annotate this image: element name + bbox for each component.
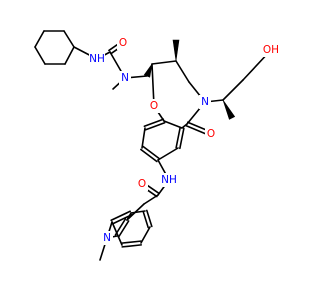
bond-i3a-i3 (126, 212, 132, 221)
stereo-wedge-c3r-me3 (172, 39, 180, 62)
atom-label-nh-urea: NH (89, 53, 105, 65)
atom-label-nh-amide: NH (161, 174, 177, 186)
double-bond-a3-a4 (142, 145, 160, 160)
atom-o-ring: O (148, 99, 160, 113)
double-bond-i3-i2 (117, 220, 130, 238)
atom-label-n-indole: N (103, 232, 111, 244)
atom-label-o-urea-carbonyl: O (119, 37, 127, 49)
double-bond-i7a-i3a (110, 210, 131, 222)
double-bond-i6-i7 (121, 240, 142, 244)
bond-cam-ch2b (143, 194, 159, 205)
atom-label-o-ring: O (150, 100, 158, 112)
bond-a6-a1 (163, 120, 183, 129)
bond-layer (34, 30, 272, 261)
double-bond-a1-a2 (143, 118, 165, 128)
bond-c1-c2 (63, 30, 75, 48)
bond-c2r-c3r (151, 60, 177, 65)
stereo-wedge-layer (143, 39, 236, 120)
atom-o-urea-carbonyl: O (117, 36, 129, 50)
double-bond-i4-i5 (146, 209, 153, 228)
atom-nh-amide: NH (161, 173, 177, 187)
atom-oh: OH (261, 43, 281, 57)
bond-ca-ch2o (222, 79, 244, 101)
atom-n-indole: N (101, 231, 113, 245)
atom-nh-urea: NH (89, 52, 105, 66)
atom-label-n-urea: N (121, 72, 129, 84)
stereo-wedge-ca-me4 (222, 99, 236, 120)
double-bond-i4-i5 (142, 210, 149, 229)
molecule-structure: NH N O O N O OH NH (34, 30, 281, 261)
double-bond-a5-a6 (179, 127, 185, 150)
atom-o-lactam: O (205, 127, 217, 141)
bond-a4-a5 (157, 147, 179, 161)
atom-label-layer: NH N O O N O OH NH (89, 36, 281, 245)
atom-label-o-amide: O (138, 178, 146, 190)
bond-i7-i7a (111, 221, 123, 246)
atom-label-oh: OH (263, 44, 279, 56)
double-bond-i6-i7 (121, 244, 142, 248)
double-bond-a5-a6 (175, 126, 181, 149)
atom-label-o-lactam: O (207, 128, 215, 140)
atom-n-ring: N (199, 95, 211, 109)
bond-c3r-c4r (175, 60, 190, 83)
bond-c2-c3 (64, 46, 75, 65)
double-bond-a1-a2 (144, 121, 166, 131)
double-bond-a3-a4 (140, 148, 158, 163)
atom-o-amide: O (136, 177, 148, 191)
bond-a2-a3 (141, 127, 146, 149)
bond-i5-i6 (140, 226, 151, 244)
bond-c5-c6 (34, 30, 45, 48)
atom-label-n-ring: N (201, 96, 209, 108)
bond-c6r-a6 (181, 123, 188, 129)
bond-c4-c5 (34, 46, 46, 65)
stereo-wedge-c2r-ch2 (143, 63, 153, 78)
atom-n-urea: N (119, 71, 131, 85)
